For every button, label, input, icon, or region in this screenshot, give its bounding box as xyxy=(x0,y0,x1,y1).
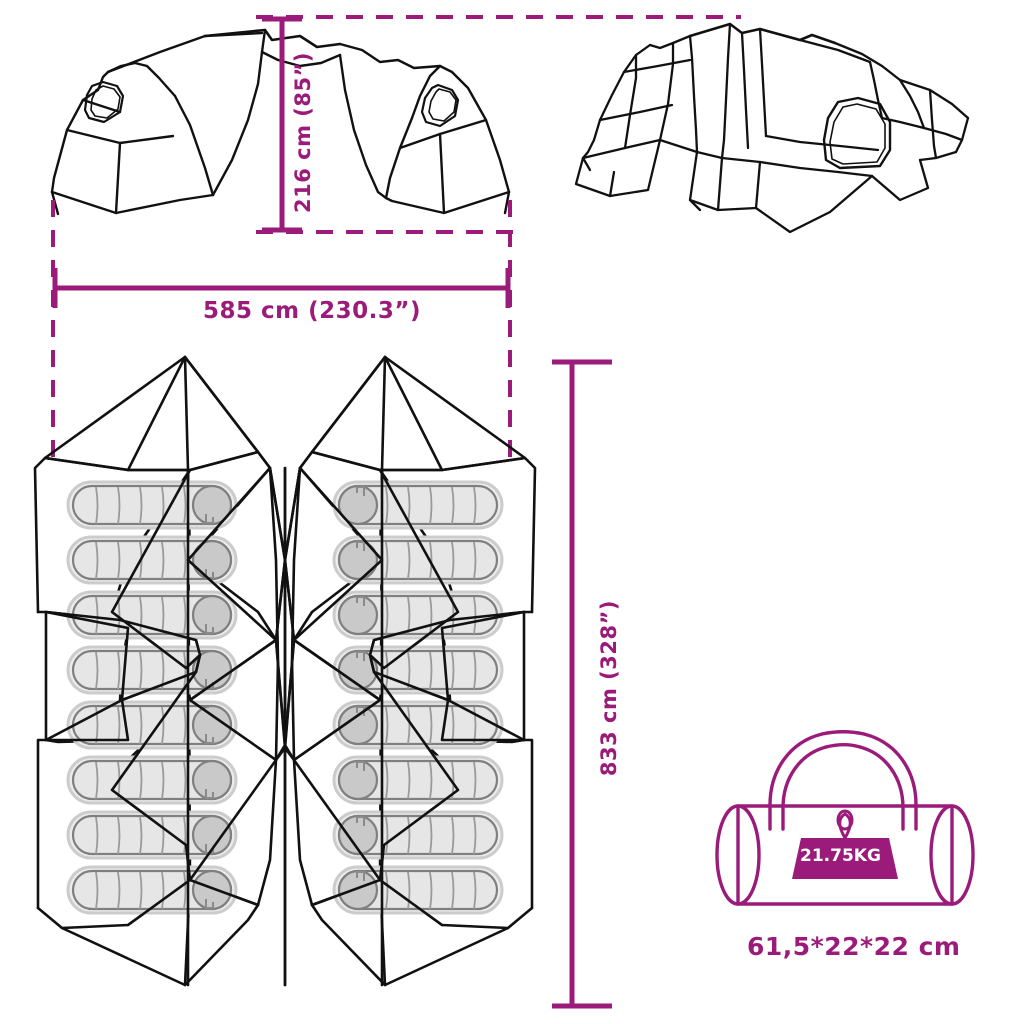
carry-bag-illustration xyxy=(715,730,975,906)
sleeping-bag xyxy=(332,810,504,860)
weight-block-icon xyxy=(792,809,898,879)
sleeping-bag xyxy=(332,590,504,640)
tent-front-elevation-view xyxy=(50,28,511,216)
bag-handle-top xyxy=(820,730,866,736)
bag-handle-top-inner xyxy=(824,743,862,749)
tent-perspective-view xyxy=(574,22,970,234)
sleeping-bag xyxy=(66,480,238,530)
floor-plan-overlay-lines xyxy=(43,355,527,987)
sleeping-bag xyxy=(332,480,504,530)
sleeping-bag xyxy=(332,865,504,915)
bag-handle-left xyxy=(768,732,824,831)
sleeping-bag xyxy=(66,700,238,750)
bag-end-right xyxy=(929,804,975,906)
carry-bag-size-label: 61,5*22*22 cm xyxy=(747,932,961,961)
sleeping-bag xyxy=(66,755,238,805)
dimension-label-width: 585 cm (230.3”) xyxy=(203,298,422,324)
dimension-lines-group xyxy=(51,15,741,1009)
bag-end-left xyxy=(715,804,761,906)
bag-handle-right-inner xyxy=(858,745,905,831)
carry-bag-weight-label: 21.75KG xyxy=(800,846,881,866)
dimension-label-height: 216 cm (85”) xyxy=(291,52,315,214)
sleeping-bag xyxy=(332,755,504,805)
dimension-label-length: 833 cm (328”) xyxy=(597,600,621,777)
sleeping-bag xyxy=(332,535,504,585)
bag-handle-left-inner xyxy=(781,745,828,831)
sleeping-bags-group xyxy=(66,480,504,915)
sleeping-bag xyxy=(66,810,238,860)
bag-handle-right xyxy=(862,732,918,831)
sleeping-bag xyxy=(66,535,238,585)
sleeping-bag xyxy=(332,700,504,750)
sleeping-bag xyxy=(66,590,238,640)
